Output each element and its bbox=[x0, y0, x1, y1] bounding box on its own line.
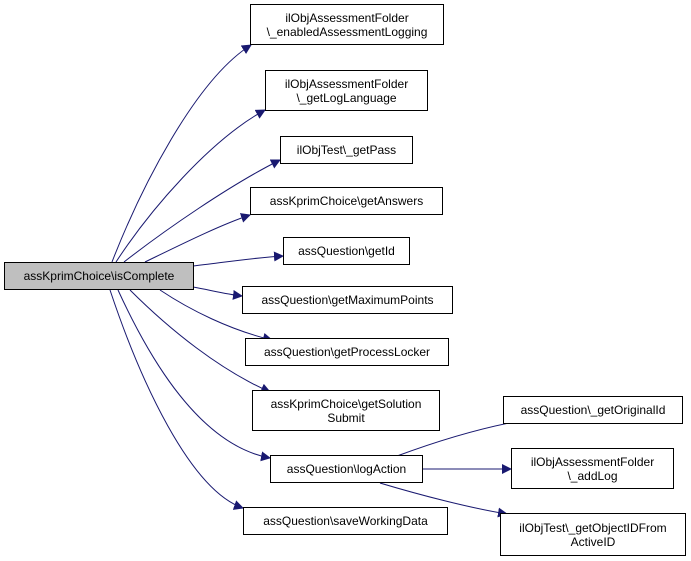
node-get-solution-submit[interactable]: assKprimChoice\getSolution Submit bbox=[252, 390, 440, 431]
node-get-answers[interactable]: assKprimChoice\getAnswers bbox=[250, 187, 443, 215]
node-get-object-id-from-active-id[interactable]: ilObjTest\_getObjectIDFrom ActiveID bbox=[500, 513, 686, 556]
node-get-log-language[interactable]: ilObjAssessmentFolder \_getLogLanguage bbox=[265, 70, 428, 111]
node-label: \_addLog bbox=[567, 468, 618, 483]
node-label: ilObjAssessmentFolder bbox=[285, 10, 409, 25]
edge-log-action-to-object-id bbox=[379, 482, 508, 518]
node-get-id[interactable]: assQuestion\getId bbox=[283, 237, 410, 265]
node-label: assQuestion\getMaximumPoints bbox=[261, 293, 434, 307]
node-log-action[interactable]: assQuestion\logAction bbox=[270, 455, 423, 483]
node-label: Submit bbox=[327, 410, 365, 425]
node-label: \_enabledAssessmentLogging bbox=[266, 24, 428, 39]
node-label: \_getLogLanguage bbox=[296, 90, 397, 105]
node-label: assKprimChoice\isComplete bbox=[23, 269, 175, 283]
node-label: assKprimChoice\getAnswers bbox=[269, 194, 424, 208]
root-function-node[interactable]: assKprimChoice\isComplete bbox=[4, 262, 194, 290]
edge-root-to-get-id bbox=[192, 251, 284, 267]
node-label: assQuestion\logAction bbox=[286, 462, 407, 476]
node-label: assQuestion\saveWorkingData bbox=[263, 514, 428, 528]
edge-root-to-get-log-language bbox=[115, 109, 266, 263]
node-enabled-assessment-logging[interactable]: ilObjAssessmentFolder \_enabledAssessmen… bbox=[250, 4, 444, 45]
edge-root-to-get-solution-submit bbox=[129, 289, 271, 393]
edge-root-to-enabled-logging bbox=[111, 44, 252, 263]
node-label: ilObjAssessmentFolder bbox=[530, 454, 655, 469]
node-label: assQuestion\getId bbox=[298, 244, 395, 258]
node-label: ilObjTest\_getPass bbox=[296, 143, 397, 157]
edge-root-to-get-process-locker bbox=[159, 289, 273, 343]
node-get-pass[interactable]: ilObjTest\_getPass bbox=[280, 136, 413, 164]
edge-root-to-save-working-data bbox=[109, 289, 244, 510]
node-get-maximum-points[interactable]: assQuestion\getMaximumPoints bbox=[242, 286, 453, 314]
node-label: assQuestion\getProcessLocker bbox=[263, 345, 431, 359]
node-get-process-locker[interactable]: assQuestion\getProcessLocker bbox=[245, 338, 449, 366]
edge-root-to-get-pass bbox=[123, 159, 281, 263]
node-label: ilObjTest\_getObjectIDFrom bbox=[519, 520, 667, 535]
node-label: ActiveID bbox=[570, 534, 616, 549]
node-label: ilObjAssessmentFolder bbox=[284, 76, 409, 91]
edge-root-to-get-answers bbox=[144, 213, 251, 263]
edge-root-to-log-action bbox=[117, 289, 271, 462]
node-get-original-id[interactable]: assQuestion\_getOriginalId bbox=[503, 396, 683, 424]
edge-root-to-get-maximum-points bbox=[192, 286, 243, 300]
node-add-log[interactable]: ilObjAssessmentFolder \_addLog bbox=[511, 448, 674, 489]
node-label: assKprimChoice\getSolution bbox=[270, 396, 422, 411]
node-save-working-data[interactable]: assQuestion\saveWorkingData bbox=[243, 507, 448, 535]
node-label: assQuestion\_getOriginalId bbox=[520, 403, 666, 417]
